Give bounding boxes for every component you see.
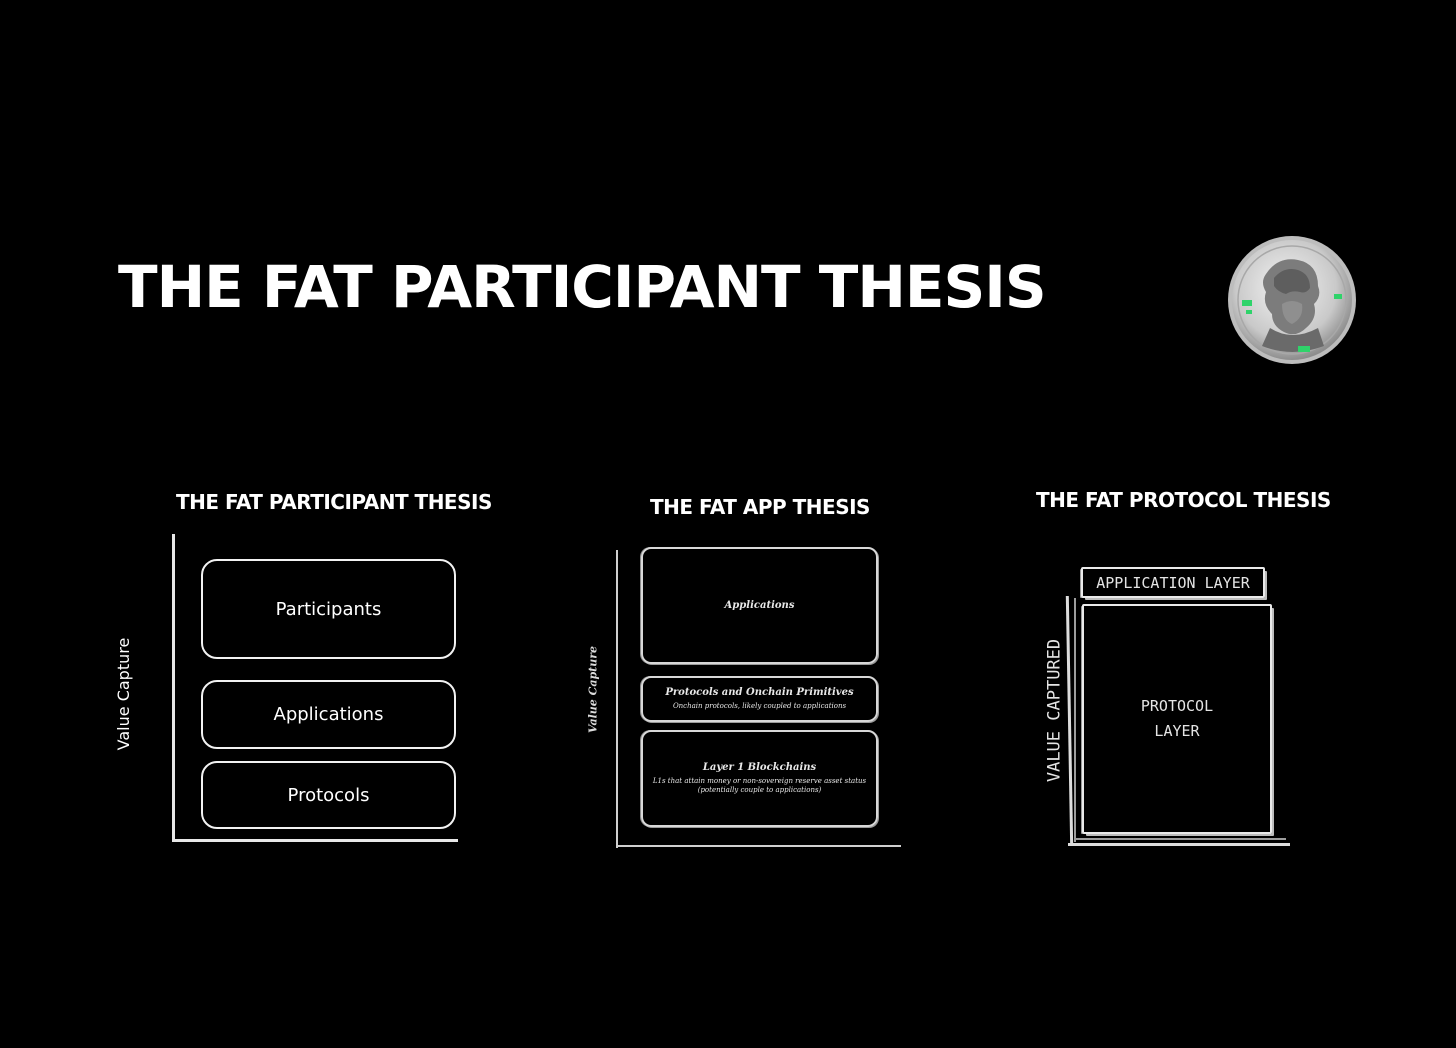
- layer-box: Protocols: [201, 761, 456, 829]
- y-axis-shadow: [1074, 598, 1076, 842]
- layer-label: Applications: [273, 704, 384, 725]
- layer-box: Participants: [201, 559, 456, 659]
- x-axis: [172, 839, 458, 842]
- panel-title: THE FAT APP THESIS: [650, 495, 870, 519]
- panel-title: THE FAT PARTICIPANT THESIS: [176, 490, 492, 514]
- layer-box: Protocols and Onchain Primitives Onchain…: [641, 676, 878, 722]
- layer-box: Applications: [201, 680, 456, 749]
- x-axis: [1068, 843, 1290, 846]
- x-axis-shadow: [1074, 838, 1286, 840]
- layer-label: PROTOCOL LAYER: [1140, 696, 1214, 741]
- layer-box: Layer 1 Blockchains L1s that attain mone…: [641, 730, 878, 827]
- layer-label: APPLICATION LAYER: [1096, 573, 1250, 592]
- y-axis: [616, 550, 618, 848]
- application-layer-box: APPLICATION LAYER: [1081, 567, 1265, 598]
- y-axis-label: VALUE CAPTURED: [1044, 638, 1065, 783]
- y-axis-label: Value Capture: [586, 645, 600, 734]
- page-title: THE FAT PARTICIPANT THESIS: [118, 253, 1047, 321]
- bust-coin-icon: [1226, 234, 1358, 366]
- layer-label: Protocols and Onchain Primitives: [665, 686, 854, 698]
- layer-sublabel: Onchain protocols, likely coupled to app…: [672, 701, 847, 710]
- panel-title: THE FAT PROTOCOL THESIS: [1036, 488, 1331, 512]
- layer-label: Protocols: [287, 784, 370, 806]
- y-axis: [1065, 596, 1074, 846]
- protocol-layer-box: PROTOCOL LAYER: [1082, 604, 1272, 834]
- layer-label: Applications: [724, 600, 795, 611]
- layer-sublabel: L1s that attain money or non-sovereign r…: [652, 776, 867, 794]
- layer-label: Participants: [275, 598, 382, 620]
- x-axis: [616, 845, 901, 847]
- y-axis-label: Value Capture: [114, 637, 133, 751]
- y-axis: [172, 534, 175, 842]
- layer-label: Layer 1 Blockchains: [702, 761, 817, 773]
- layer-box: Applications: [641, 547, 878, 664]
